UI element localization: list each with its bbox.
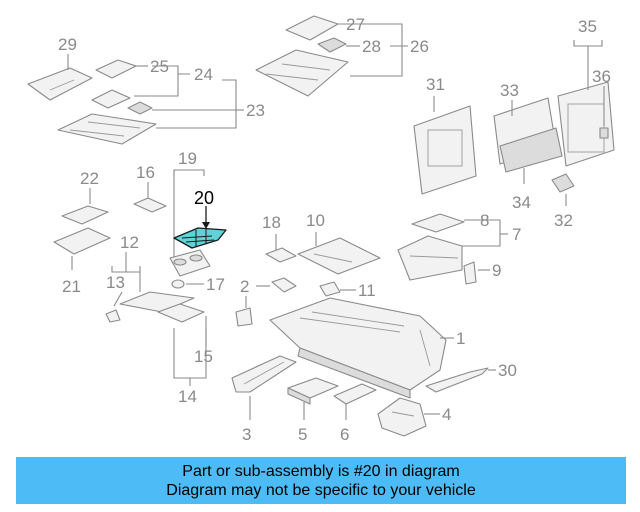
part-29-panel [27, 54, 93, 101]
label-25: 25 [150, 57, 169, 76]
part-16-pad [133, 182, 167, 213]
label-10: 10 [306, 211, 325, 230]
label-21: 21 [62, 277, 81, 296]
part-33-34-housing [493, 97, 563, 184]
label-14: 14 [178, 387, 197, 406]
label-19: 19 [178, 149, 197, 168]
label-16: 16 [136, 163, 155, 182]
banner-line-disclaimer: Diagram may not be specific to your vehi… [166, 481, 476, 499]
label-33: 33 [500, 81, 519, 100]
label-18: 18 [262, 213, 281, 232]
label-8: 8 [480, 211, 489, 230]
label-2: 2 [240, 277, 249, 296]
part-10-top-panel [297, 232, 381, 275]
label-31: 31 [426, 75, 445, 94]
part-4-mount [377, 397, 440, 437]
part-21-22-mats [53, 188, 111, 270]
label-9: 9 [492, 261, 501, 280]
label-32: 32 [554, 211, 573, 230]
label-27: 27 [346, 15, 365, 34]
label-6: 6 [340, 425, 349, 444]
banner-line-part: Part or sub-assembly is #20 in diagram [182, 462, 460, 480]
label-24: 24 [194, 65, 213, 84]
label-5: 5 [298, 425, 307, 444]
part-3-bracket [231, 355, 297, 420]
part-12-tray [105, 291, 205, 323]
label-13: 13 [106, 273, 125, 292]
label-26: 26 [410, 37, 429, 56]
label-34: 34 [512, 193, 531, 212]
label-20: 20 [194, 188, 214, 208]
label-23: 23 [246, 101, 265, 120]
label-7: 7 [512, 225, 521, 244]
label-30: 30 [498, 361, 517, 380]
parts-diagram: 29 25 24 23 27 28 26 31 33 3 [27, 15, 615, 444]
part-6-duct [333, 383, 377, 420]
label-4: 4 [442, 405, 451, 424]
part-35-36-display [551, 81, 615, 193]
part-25-trays [57, 59, 157, 145]
part-20-highlighted [173, 206, 227, 249]
label-1: 1 [456, 329, 465, 348]
label-15: 15 [194, 347, 213, 366]
part-5-vent [287, 377, 339, 420]
label-22: 22 [80, 169, 99, 188]
label-3: 3 [242, 425, 251, 444]
part-2-11-clips [235, 277, 356, 327]
part-30-trim-strip [425, 367, 496, 393]
part-31-bezel [413, 96, 477, 195]
part-18-clip [265, 234, 297, 263]
info-banner: Part or sub-assembly is #20 in diagram D… [16, 457, 626, 504]
label-12: 12 [120, 233, 139, 252]
label-17: 17 [206, 275, 225, 294]
label-11: 11 [358, 281, 376, 300]
part-7-8-bin [397, 213, 477, 285]
label-36: 36 [592, 67, 611, 86]
label-29: 29 [58, 35, 77, 54]
part-1-console [269, 297, 454, 399]
label-28: 28 [362, 37, 381, 56]
label-35: 35 [578, 17, 597, 36]
part-17-cupholder [169, 249, 211, 289]
part-26-lid-assembly [255, 15, 349, 97]
